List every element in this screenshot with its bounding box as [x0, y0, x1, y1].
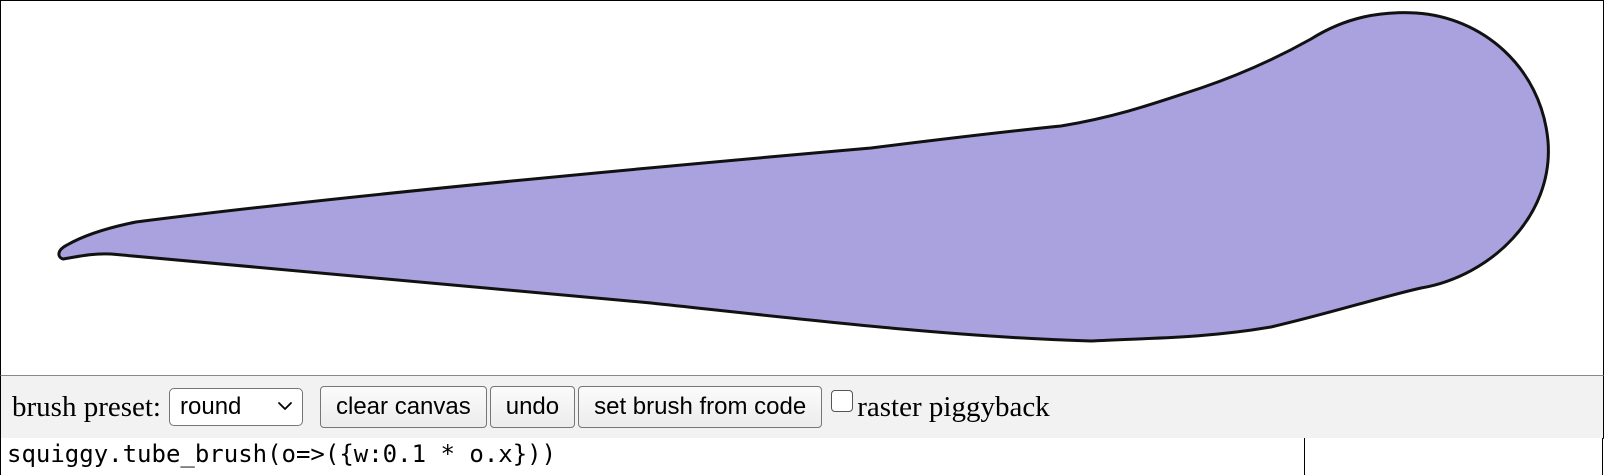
set-brush-from-code-button[interactable]: set brush from code [578, 386, 823, 428]
drawing-canvas[interactable] [0, 0, 1604, 375]
toolbar: brush preset: round clear canvas undo se… [0, 375, 1604, 439]
code-editor[interactable]: squiggy.tube_brush(o=>({w:0.1 * o.x})) [0, 438, 1305, 475]
brush-preset-value: round [180, 393, 242, 420]
chevron-down-icon [278, 402, 292, 410]
raster-piggyback-checkbox[interactable] [831, 390, 854, 412]
brush-preset-select[interactable]: round [169, 388, 303, 426]
undo-button[interactable]: undo [489, 386, 576, 428]
canvas-drawing [57, 11, 1550, 343]
code-editor-text: squiggy.tube_brush(o=>({w:0.1 * o.x})) [7, 440, 557, 468]
brush-preset-label: brush preset: [12, 390, 161, 423]
clear-canvas-button[interactable]: clear canvas [320, 386, 487, 428]
side-panel [1305, 438, 1603, 475]
raster-piggyback-label: raster piggyback [857, 390, 1050, 423]
brush-stroke [57, 11, 1550, 343]
